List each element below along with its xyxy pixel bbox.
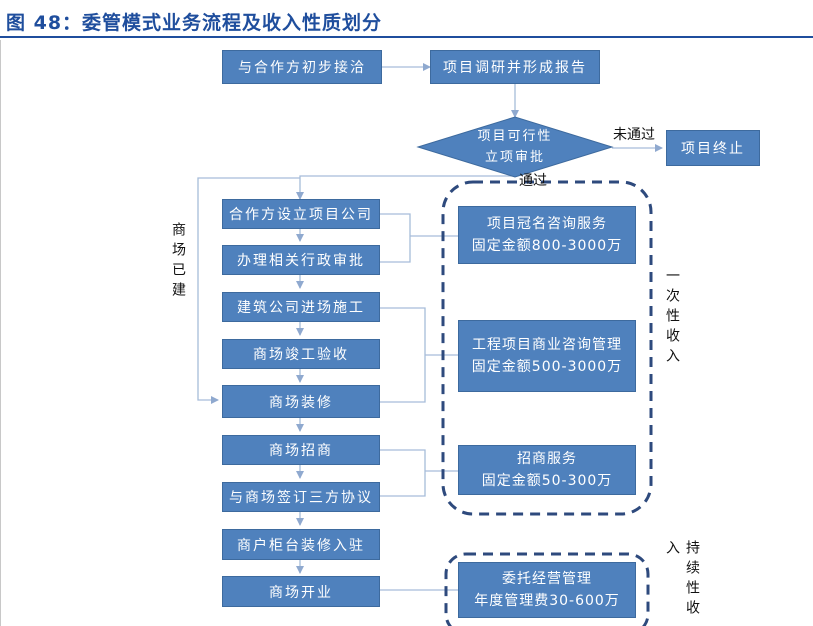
bracket-leasing-service	[380, 449, 426, 497]
step-mall-leasing: 商场招商	[222, 435, 380, 465]
naming-consulting-service-box: 项目冠名咨询服务 固定金额800-3000万	[458, 206, 636, 264]
decision-line-1: 项目可行性	[477, 129, 553, 144]
bracket-engineering-service	[380, 307, 426, 403]
terminate-box: 项目终止	[666, 130, 760, 166]
leasing-service-fee: 固定金额50-300万	[481, 473, 613, 489]
step-construction-start: 建筑公司进场施工	[222, 292, 380, 322]
figure-title: 图 48：委管模式业务流程及收入性质划分	[6, 12, 383, 34]
left-margin-line	[0, 40, 1, 626]
one-time-income-group	[441, 180, 653, 516]
reject-label: 未通过	[613, 127, 655, 143]
leasing-service-box: 招商服务 固定金额50-300万	[458, 445, 636, 495]
recurring-income-label: 持续性收入	[664, 540, 700, 620]
step-completion-acceptance: 商场竣工验收	[222, 339, 380, 369]
engineering-service-fee: 固定金额500-3000万	[471, 359, 623, 375]
step-tripartite-agreement: 与商场签订三方协议	[222, 482, 380, 512]
one-time-income-label: 一次性收入	[664, 268, 680, 368]
step-tenant-fitout: 商户柜台装修入驻	[222, 529, 380, 560]
initial-contact-box: 与合作方初步接洽	[222, 50, 382, 84]
step-set-up-project-company: 合作方设立项目公司	[222, 199, 380, 229]
naming-service-name: 项目冠名咨询服务	[487, 216, 607, 232]
operation-management-service-box: 委托经营管理 年度管理费30-600万	[458, 562, 636, 618]
operation-service-fee: 年度管理费30-600万	[474, 593, 620, 609]
mall-built-label: 商场已建	[170, 222, 186, 302]
naming-service-fee: 固定金额800-3000万	[471, 238, 623, 254]
title-divider	[0, 36, 813, 38]
step-mall-opening: 商场开业	[222, 576, 380, 607]
leasing-service-name: 招商服务	[517, 451, 577, 467]
decision-text: 项目可行性 立项审批	[460, 126, 570, 168]
research-report-box: 项目调研并形成报告	[430, 50, 600, 84]
decision-line-2: 立项审批	[484, 150, 545, 165]
step-administrative-approval: 办理相关行政审批	[222, 245, 380, 275]
arrow-mall-built-shortcut	[197, 177, 300, 404]
decision-diamond	[416, 116, 614, 178]
recurring-income-group	[444, 552, 650, 626]
engineering-consulting-service-box: 工程项目商业咨询管理 固定金额500-3000万	[458, 320, 636, 392]
engineering-service-name: 工程项目商业咨询管理	[472, 337, 622, 353]
operation-service-name: 委托经营管理	[502, 571, 592, 587]
pass-label: 通过	[519, 173, 547, 189]
step-mall-decoration: 商场装修	[222, 385, 380, 418]
bracket-naming-service	[380, 213, 411, 263]
